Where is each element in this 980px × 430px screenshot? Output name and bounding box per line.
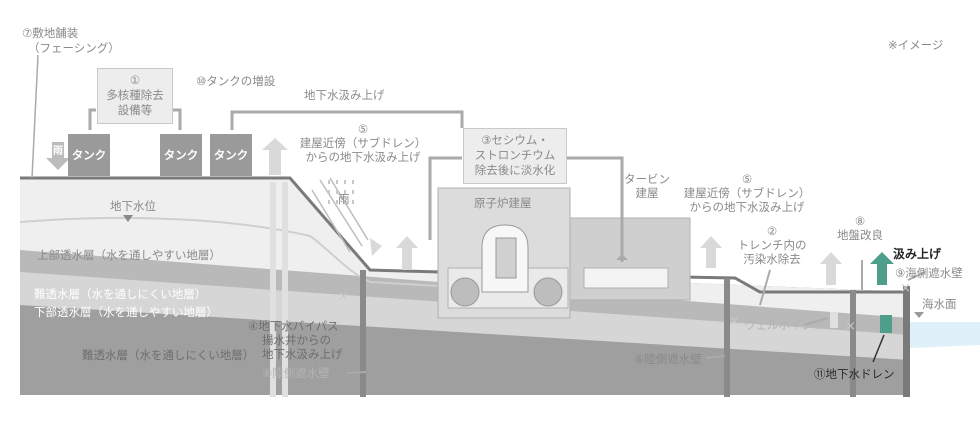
sea-side-wall <box>903 286 910 397</box>
multi-nuclide-line-2: 設備等 <box>117 103 153 117</box>
groundwater-drain-label: ⑪地下水ドレン <box>814 367 895 381</box>
rain-label-left: 雨 <box>53 146 63 157</box>
turbine-basement-water <box>583 267 669 289</box>
lower-aquifer-label: 下部透水層（水を通しやすい地層） <box>34 305 218 319</box>
flow-reactor-to-cesium <box>428 156 462 240</box>
flow-multi-to-tank <box>173 108 182 130</box>
tank-1: タンク <box>68 134 110 176</box>
trench-label: ② トレンチ内の 汚染水除去 <box>732 224 812 266</box>
bypass-label: ④地下水バイパス 揚水井からの 地下水汲み上げ <box>248 319 343 361</box>
leader-paving <box>31 54 39 179</box>
pump-arrow-bypass <box>262 138 288 175</box>
ground-improvement-wall <box>850 290 856 397</box>
leader-drain <box>872 334 885 363</box>
pump-arrow-subdrain-right <box>700 236 722 268</box>
reactor-core <box>495 237 517 279</box>
reactor-basement-tank-left <box>450 277 480 307</box>
subdrain-left-label: ⑤ 建屋近傍（サブドレン） からの地下水汲み上げ <box>298 122 428 164</box>
flow-tank-to-multi <box>88 108 96 130</box>
sea-side-wall-label: ⑨海側遮水壁 <box>895 266 963 280</box>
aquitard-label: 難透水層（水を通しにくい地層） <box>34 287 207 301</box>
multi-nuclide-number: ① <box>129 73 141 87</box>
trench-line-1: トレンチ内の <box>737 238 807 252</box>
flow-arrow-turbine <box>616 254 628 260</box>
ground-improvement-number: ⑧ <box>854 214 866 228</box>
tank-addition-label: ⑩タンクの増設 <box>196 74 276 88</box>
multi-nuclide-box: ① 多核種除去 設備等 <box>97 68 173 124</box>
subdrain-right-line-2: からの地下水汲み上げ <box>689 200 805 214</box>
cesium-line-2: ストロンチウム <box>474 148 556 162</box>
groundwater-level-label: 地下水位 <box>110 199 156 213</box>
flow-pump-to-cesium <box>230 110 464 130</box>
subdrain-right-line-1: 建屋近傍（サブドレン） <box>683 186 811 200</box>
leader-land-wall-left <box>346 371 367 374</box>
land-wall-right-label: ⑥陸側遮水壁 <box>634 352 702 366</box>
leader-well-point <box>803 317 829 326</box>
land-wall-left-label: ⑥陸側遮水壁 <box>262 366 330 380</box>
bottom-aquitard-label: 難透水層（水を通しにくい地層） <box>82 348 255 362</box>
blocked-flow-mark-right: × <box>845 319 856 334</box>
land-wall-right <box>724 278 730 397</box>
rain-streaks <box>311 177 369 253</box>
tank-3: タンク <box>210 134 252 176</box>
well-point-pipe <box>830 312 838 328</box>
subdrain-left-number: ⑤ <box>357 122 369 136</box>
bypass-line-1: ④地下水バイパス <box>248 319 339 333</box>
subdrain-left-line-2: からの地下水汲み上げ <box>305 150 421 164</box>
groundwater-drain <box>880 315 892 333</box>
cesium-line-1: ③セシウム・ <box>481 133 549 147</box>
groundwater-level-line <box>19 216 441 287</box>
subdrain-right-number: ⑤ <box>741 172 753 186</box>
rain-dots <box>328 180 354 204</box>
tank-2: タンク <box>160 134 202 176</box>
blocked-flow-mark-middle: × <box>729 314 740 329</box>
bypass-line-3: 地下水汲み上げ <box>262 347 343 361</box>
pump-up-label: 汲み上げ <box>893 247 942 261</box>
image-note: ※イメージ <box>888 38 944 52</box>
pump-top-label: 地下水汲み上げ <box>304 88 385 102</box>
leader-trench <box>759 269 771 306</box>
leader-sea-wall <box>907 271 926 281</box>
ground-improvement-line-1: 地盤改良 <box>837 228 883 242</box>
rain-arrow-left-body <box>52 142 64 158</box>
sea-level-label: 海水面 <box>922 297 957 311</box>
turbine-line-2: 建屋 <box>635 186 659 200</box>
leader-land-wall-right <box>705 355 726 359</box>
bypass-line-2: 揚水井からの <box>262 333 331 347</box>
turbine-line-1: タービン <box>624 172 670 186</box>
ground-improvement-label: ⑧ 地盤改良 <box>832 214 888 242</box>
pump-arrow-ground <box>820 252 842 285</box>
trench-number: ② <box>766 224 778 238</box>
bypass-well-left <box>270 182 276 397</box>
flow-cesium-to-turbine <box>567 156 624 262</box>
paving-label-1: ⑦敷地舗装 <box>22 26 79 40</box>
sea-water <box>910 322 980 348</box>
paving-label-2: （フェーシング） <box>28 41 120 55</box>
subdrain-right-label: ⑤ 建屋近傍（サブドレン） からの地下水汲み上げ <box>682 172 812 214</box>
multi-nuclide-line-1: 多核種除去 <box>106 88 164 102</box>
turbine-building-label: タービン 建屋 <box>622 172 672 200</box>
blocked-flow-mark-left: × <box>338 289 349 304</box>
rain-label-middle: 雨 <box>338 192 350 206</box>
pump-arrow-drain <box>870 252 894 285</box>
well-point-label: ウェルポイント <box>744 318 825 332</box>
trench-line-2: 汚染水除去 <box>743 252 801 266</box>
pump-arrow-subdrain-left <box>396 236 418 270</box>
cesium-line-3: 除去後に淡水化 <box>474 163 556 177</box>
sea-level-marker <box>914 312 924 318</box>
reactor-building-label: 原子炉建屋 <box>474 196 532 210</box>
reactor-basement-tank-right <box>533 277 563 307</box>
bypass-well-right <box>282 182 288 397</box>
subdrain-left-line-1: 建屋近傍（サブドレン） <box>299 136 427 150</box>
blocked-flow-mark-sea: × <box>900 281 911 296</box>
cesium-box: ③セシウム・ ストロンチウム 除去後に淡水化 <box>463 128 567 184</box>
rain-infiltration-arrow <box>370 238 382 256</box>
groundwater-level-marker <box>123 215 133 222</box>
land-wall-left <box>360 270 366 397</box>
upper-aquifer-label: 上部透水層（水を通しやすい地層） <box>37 248 221 262</box>
